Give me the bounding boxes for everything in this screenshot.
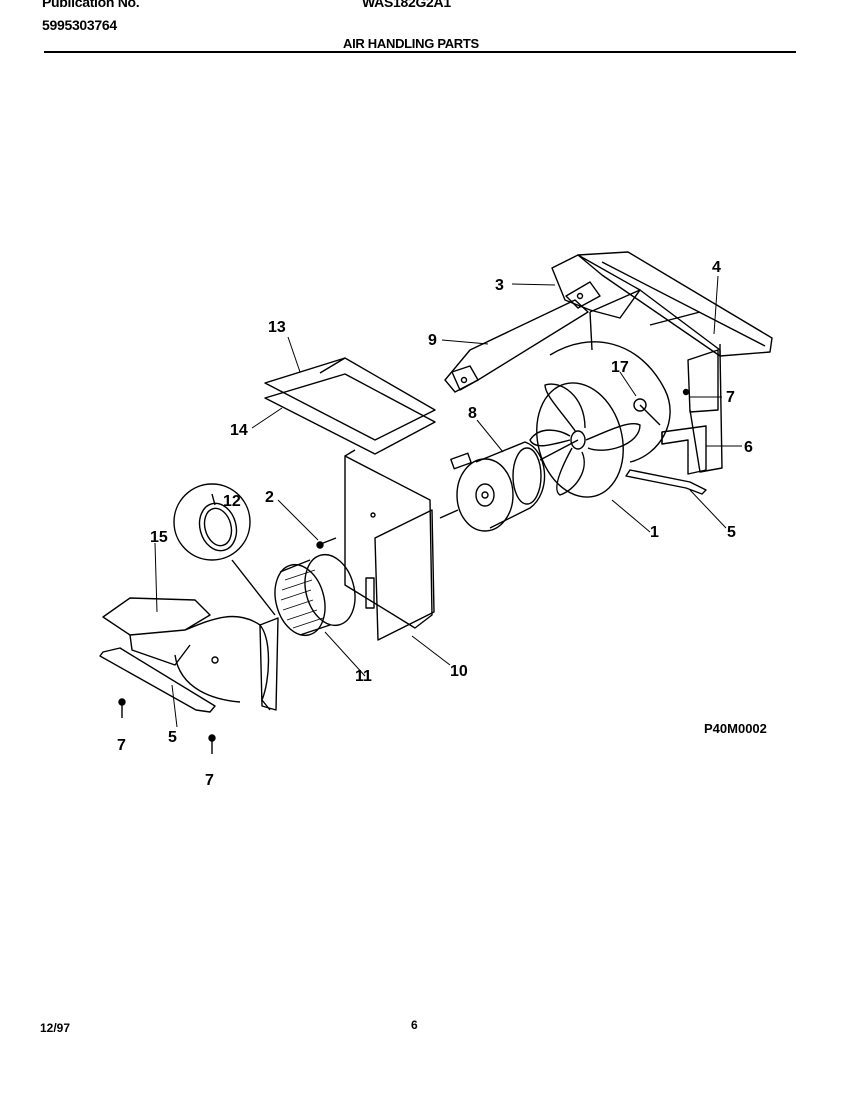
model-number: WAS182G2A1: [362, 0, 451, 10]
callout-5-right: 5: [727, 524, 736, 541]
callout-3: 3: [495, 277, 504, 294]
part-12-clamp-inset: [173, 483, 276, 616]
publication-label: Publication No.: [42, 0, 140, 10]
part-10-partition: [344, 449, 435, 641]
footer-date: 12/97: [40, 1021, 71, 1035]
part-2-screw: [316, 537, 337, 549]
callout-15: 15: [150, 529, 168, 546]
part-8-motor: [439, 439, 579, 532]
callout-8: 8: [468, 405, 477, 422]
callout-5-left: 5: [168, 729, 177, 746]
callout-labels: 3 4 9 17 7 8 6 1 5 13 14 2 12 15 10 11 7…: [117, 259, 753, 789]
callout-2: 2: [265, 489, 274, 506]
figure-id: P40M0002: [704, 721, 767, 736]
callout-13: 13: [268, 319, 286, 336]
callout-10: 10: [450, 663, 468, 680]
callout-17: 17: [611, 359, 629, 376]
part-7-screws: [118, 388, 690, 754]
part-6-clip: [661, 425, 707, 475]
part-5-strap-left: [99, 647, 216, 713]
callout-1: 1: [650, 524, 659, 541]
callout-9: 9: [428, 332, 437, 349]
callout-14: 14: [230, 422, 248, 439]
part-13-filter: [264, 357, 436, 441]
callout-11: 11: [355, 668, 372, 685]
callout-4: 4: [712, 259, 721, 276]
part-3-shroud-top: [551, 254, 641, 319]
callout-7-bottom: 7: [205, 772, 214, 789]
part-1-fan-blade: [529, 382, 661, 498]
callout-12: 12: [223, 493, 241, 510]
part-15-scroll-housing: [102, 597, 279, 711]
callout-7-right: 7: [726, 389, 735, 406]
page-number: 6: [411, 1018, 418, 1032]
callout-7-left: 7: [117, 737, 126, 754]
leader-lines: [154, 275, 742, 728]
part-11-blower-wheel: [274, 553, 356, 637]
section-title: AIR HANDLING PARTS: [343, 36, 479, 51]
shroud-housing: [549, 289, 723, 473]
part-9-bracket: [444, 299, 589, 393]
part-5-strap-right: [625, 469, 707, 495]
callout-6: 6: [744, 439, 753, 456]
part-14-sheet: [264, 373, 436, 455]
publication-number: 5995303764: [42, 17, 117, 33]
header-rule: [44, 51, 796, 53]
